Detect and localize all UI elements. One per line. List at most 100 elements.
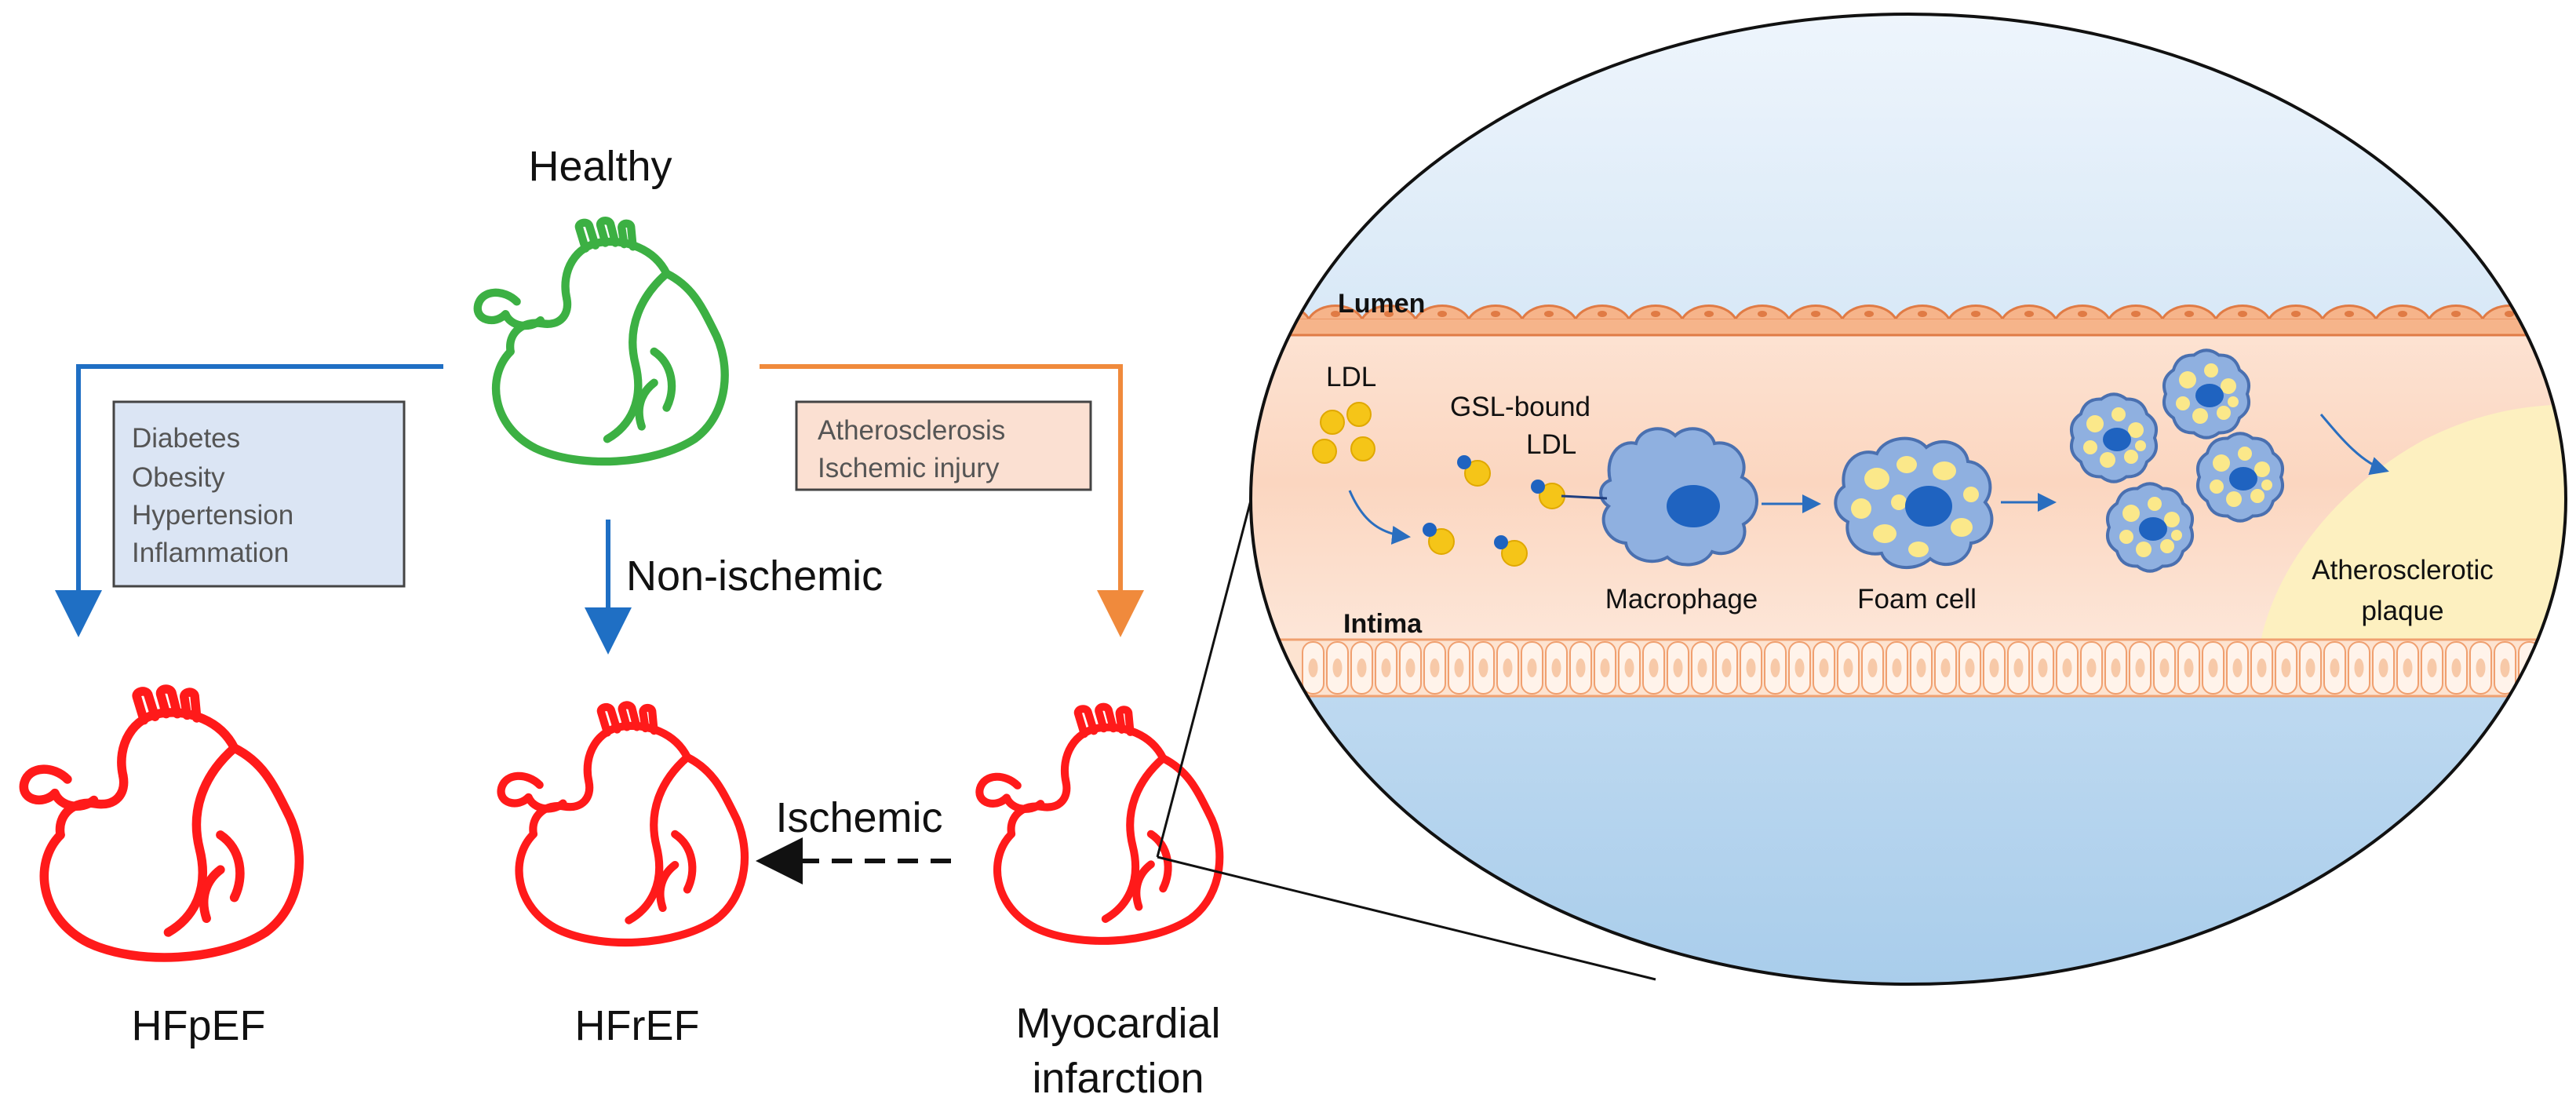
intima-nucleus — [1989, 658, 1999, 677]
mi-label-line2: infarction — [1032, 1055, 1204, 1102]
intima-nucleus — [1381, 658, 1391, 677]
intima-nucleus — [2574, 658, 2576, 677]
endothelial-nucleus — [1758, 311, 1767, 317]
endothelial-nucleus — [2558, 311, 2566, 317]
macrophage-cell — [1561, 427, 1758, 567]
endothelial-nucleus — [1918, 311, 1927, 317]
zoom-line-lower — [1157, 855, 1656, 981]
intima-nucleus — [2500, 658, 2510, 677]
intima-nucleus — [1332, 658, 1343, 677]
intima-nucleus — [1673, 658, 1683, 677]
intima-nucleus — [2403, 658, 2413, 677]
ldl-label: LDL — [1326, 362, 1376, 392]
intima-nucleus — [1405, 658, 1416, 677]
intima-nucleus — [1770, 658, 1780, 677]
intima-nucleus — [2549, 658, 2559, 677]
endothelial-nucleus — [1437, 311, 1447, 317]
intima-nucleus — [2257, 658, 2267, 677]
hfpef-heart-icon — [24, 689, 299, 957]
intima-nucleus — [2062, 658, 2072, 677]
intima-cell — [2567, 642, 2576, 694]
endothelial-nucleus — [2238, 311, 2247, 317]
endothelial-nucleus — [1651, 311, 1660, 317]
intima-nucleus — [1527, 658, 1537, 677]
gsl-ldl-label-line1: GSL-bound — [1450, 392, 1590, 422]
intima-nucleus — [2159, 658, 2170, 677]
ldl-particles — [1312, 402, 1375, 464]
intima-nucleus — [2330, 658, 2340, 677]
endothelial-nucleus — [2398, 311, 2407, 317]
intima-nucleus — [1503, 658, 1513, 677]
endothelial-nucleus — [2184, 311, 2194, 317]
intima-nucleus — [2013, 658, 2024, 677]
intima-nucleus — [1551, 658, 1561, 677]
intima-nucleus — [1794, 658, 1805, 677]
endothelial-nucleus — [2345, 311, 2354, 317]
intima-nucleus — [2086, 658, 2097, 677]
foam-cell-small — [2162, 348, 2250, 439]
intima-nucleus — [2476, 658, 2486, 677]
intima-nucleus — [1867, 658, 1878, 677]
intima-nucleus — [1600, 658, 1610, 677]
endothelial-nucleus — [1384, 311, 1394, 317]
intima-nucleus — [2378, 658, 2388, 677]
hfref-heart-icon — [501, 705, 745, 943]
mi-heart-icon — [979, 707, 1219, 941]
healthy-label: Healthy — [528, 143, 672, 190]
intima-nucleus — [1940, 658, 1951, 677]
intima-nucleus — [2232, 658, 2243, 677]
intima-nucleus — [1819, 658, 1829, 677]
endothelial-nucleus — [1971, 311, 1980, 317]
endothelial-nucleus — [1331, 311, 1340, 317]
intima-nucleus — [1454, 658, 1464, 677]
intima-nucleus — [1892, 658, 1902, 677]
risk-item: Atherosclerosis — [818, 415, 1005, 446]
lumen-label: Lumen — [1338, 289, 1425, 319]
intima-nucleus — [1722, 658, 1732, 677]
foam-cell-label: Foam cell — [1857, 584, 1977, 615]
intima-label: Intima — [1343, 609, 1423, 639]
endothelial-nucleus — [2131, 311, 2141, 317]
risk-box-right: Atherosclerosis Ischemic injury — [795, 400, 1092, 491]
intima-nucleus — [1357, 658, 1367, 677]
foam-cell-small — [2196, 432, 2284, 523]
intima-nucleus — [1965, 658, 1975, 677]
intima-nucleus — [1649, 658, 1659, 677]
macrophage-label: Macrophage — [1605, 584, 1758, 615]
intima-nucleus — [2451, 658, 2461, 677]
intima-nucleus — [2135, 658, 2145, 677]
endothelial-nucleus — [1491, 311, 1500, 317]
endothelial-nucleus — [1598, 311, 1607, 317]
intima-nucleus — [1916, 658, 1926, 677]
hfpef-label: HFpEF — [131, 1002, 265, 1049]
intima-nucleus — [2281, 658, 2291, 677]
endothelial-nucleus — [2024, 311, 2034, 317]
vessel-inset: Lumen Intima LDL GSL-bound LDL Macrophag… — [1249, 13, 2576, 986]
endothelial-nucleus — [2291, 311, 2301, 317]
plaque-label-line2: plaque — [2361, 596, 2443, 626]
plaque-label-line1: Atherosclerotic — [2312, 555, 2493, 585]
intima-nucleus — [2427, 658, 2437, 677]
intima-nucleus — [1430, 658, 1440, 677]
endothelial-nucleus — [2505, 311, 2514, 317]
intima-nucleus — [1843, 658, 1853, 677]
risk-item: Hypertension — [132, 500, 293, 531]
endothelial-cell — [2534, 305, 2566, 319]
intima-cell — [2542, 641, 2565, 695]
intima-nucleus — [1576, 658, 1586, 677]
endothelial-nucleus — [2451, 311, 2461, 317]
intima-cells — [1302, 641, 2576, 695]
risk-item: Ischemic injury — [818, 453, 1000, 483]
endothelial-nucleus — [1864, 311, 1874, 317]
risk-item: Obesity — [132, 462, 225, 493]
intima-nucleus — [2184, 658, 2194, 677]
healthy-heart-icon — [478, 221, 725, 461]
non-ischemic-label: Non-ischemic — [626, 553, 883, 600]
foam-cell-cluster — [2070, 348, 2284, 573]
risk-item: Diabetes — [132, 423, 240, 454]
intima-nucleus — [2305, 658, 2315, 677]
intima-nucleus — [1308, 658, 1318, 677]
intima-nucleus — [2111, 658, 2121, 677]
endothelial-nucleus — [1544, 311, 1554, 317]
